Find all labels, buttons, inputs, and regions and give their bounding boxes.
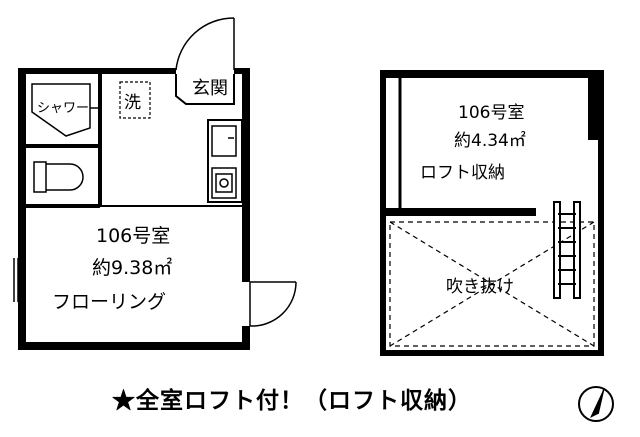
north-arrow-icon [578, 386, 614, 422]
ladder-icon [553, 201, 581, 299]
interior-partitions [26, 74, 243, 208]
unit-room-number: 106号室 [96, 225, 170, 247]
sink-icon [211, 125, 237, 157]
loft-type: ロフト収納 [420, 163, 505, 183]
loft-walls [380, 70, 604, 356]
loft-plan: 106号室 約4.34㎡ ロフト収納 吹き抜け [380, 70, 604, 356]
unit-floor-type: フローリング [52, 291, 166, 313]
outer-walls [18, 68, 250, 350]
shower-unit [31, 83, 98, 137]
entrance-door [175, 17, 235, 71]
entrance-label: 玄関 [192, 78, 228, 99]
unit-area: 約9.38㎡ [92, 256, 172, 279]
loft-area: 約4.34㎡ [454, 131, 526, 151]
shower-label: シャワー [37, 101, 89, 116]
washer-space [119, 81, 151, 119]
void-label: 吹き抜け [446, 277, 514, 297]
left-window [13, 258, 19, 302]
feature-caption: ★全室ロフト付！（ロフト収納） [112, 387, 472, 414]
loft-room-number: 106号室 [458, 103, 524, 123]
top-wall-right [234, 68, 250, 74]
unit-plan: シャワー 洗 玄関 106号室 約9.38㎡ フローリング [13, 17, 297, 350]
stove-icon [211, 167, 237, 199]
balcony-door [249, 281, 297, 327]
washer-label: 洗 [124, 93, 141, 113]
toilet-icon [33, 161, 84, 193]
